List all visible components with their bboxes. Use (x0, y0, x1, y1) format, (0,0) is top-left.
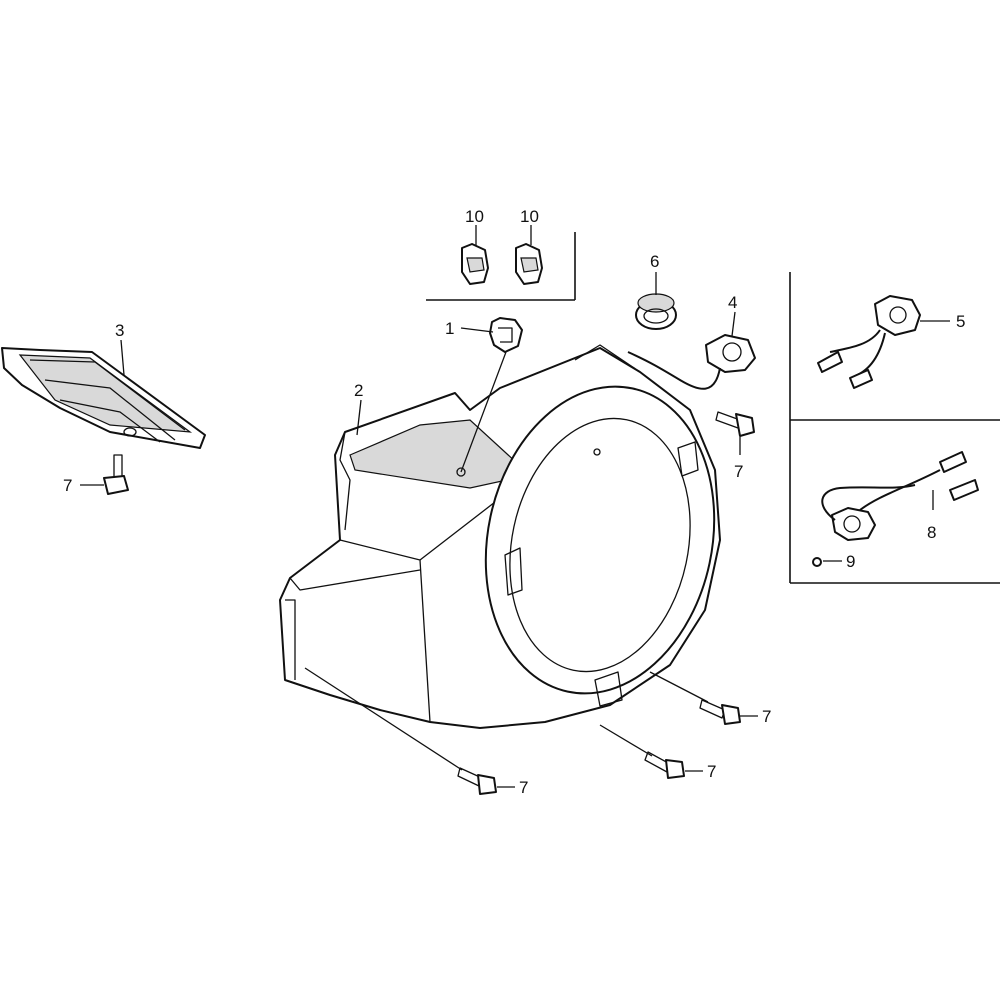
callout-7-mid-right: 7 (762, 707, 771, 726)
callout-2: 2 (354, 381, 363, 400)
sensor-assembly-lower (812, 451, 979, 567)
leader-lines (80, 225, 950, 788)
bolt-bottom (457, 767, 497, 795)
inset-frame-grommets (426, 232, 576, 301)
bolt-mid-right (699, 699, 741, 725)
callout-10-left: 10 (465, 207, 484, 226)
callout-7-upper-right: 7 (734, 462, 743, 481)
bolt-plate (103, 454, 129, 495)
grommet (635, 293, 677, 330)
sensor (627, 334, 756, 390)
callout-1: 1 (445, 319, 454, 338)
callout-labels: 1 2 3 4 5 6 7 7 7 7 7 8 9 10 10 (63, 207, 965, 797)
wire-clip (489, 317, 523, 353)
callout-7-bottom: 7 (519, 778, 528, 797)
grommet-clip-right (515, 243, 543, 285)
inset-frame-sensors (789, 272, 1000, 584)
bolt-lower-right (644, 751, 685, 779)
air-guide-plate (1, 347, 206, 449)
callout-3: 3 (115, 321, 124, 340)
sensor-assembly-upper (817, 295, 921, 389)
bolt-upper-right (715, 411, 755, 437)
callout-5: 5 (956, 312, 965, 331)
callout-4: 4 (728, 293, 737, 312)
fan-cover (279, 344, 721, 729)
callout-7-lower-right: 7 (707, 762, 716, 781)
callout-9: 9 (846, 552, 855, 571)
callout-6: 6 (650, 252, 659, 271)
callout-8: 8 (927, 523, 936, 542)
callout-7-plate: 7 (63, 476, 72, 495)
grommet-clip-left (461, 243, 489, 285)
callout-10-right: 10 (520, 207, 539, 226)
